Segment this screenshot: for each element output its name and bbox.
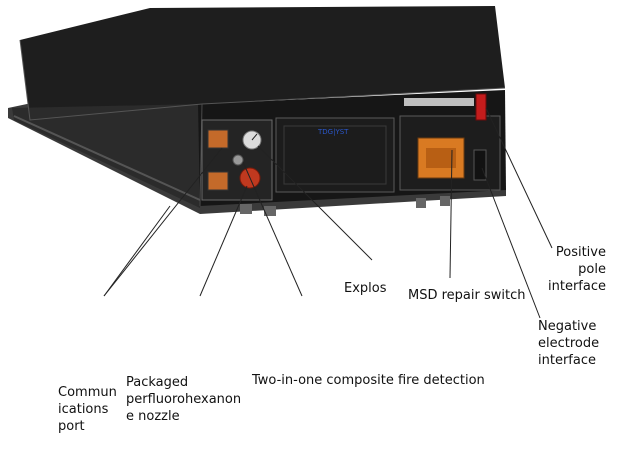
leader-positive: [485, 107, 553, 249]
communications-connector-top: [207, 129, 229, 149]
leader-lines: [103, 107, 553, 319]
top-face: [20, 6, 505, 120]
label-communications-port: Commun ications port: [58, 385, 117, 434]
center-cover: [275, 117, 395, 193]
negative-terminal: [473, 149, 487, 181]
label-packaged-nozzle: Packaged perfluorohexanon e nozzle: [126, 375, 242, 424]
brand-plate-text: TDG|YST: [317, 128, 349, 136]
bracket: [416, 198, 426, 208]
label-positive-pole: Positive pole interface: [548, 245, 606, 294]
bracket: [264, 206, 276, 216]
label-composite-fire-detection: Two-in-one composite fire detection: [252, 373, 485, 388]
positive-terminal: [475, 93, 487, 121]
leader-comm-1: [103, 205, 171, 297]
bracket: [440, 196, 450, 206]
gauge-needle: [251, 133, 258, 141]
leader-comm-2: [103, 147, 223, 297]
leader-explosion: [257, 145, 373, 261]
label-negative-electrode: Negative electrode interface: [538, 319, 600, 368]
msd-switch-handle: [426, 148, 456, 168]
detector-fitting: [232, 154, 244, 166]
leader-negative: [481, 167, 541, 319]
bracket: [240, 204, 252, 214]
leader-fire-detection: [242, 161, 303, 297]
label-explosion: Explos: [344, 281, 387, 296]
edge-highlight: [19, 39, 506, 121]
leader-msd: [449, 149, 453, 279]
side-rail: [13, 115, 201, 201]
label-sticker: [404, 98, 474, 106]
center-cover-inner: [283, 125, 387, 185]
label-msd-switch: MSD repair switch: [408, 288, 526, 303]
left-side-face: [12, 104, 202, 208]
communications-connector-bottom: [207, 171, 229, 191]
leader-nozzle: [199, 185, 248, 297]
